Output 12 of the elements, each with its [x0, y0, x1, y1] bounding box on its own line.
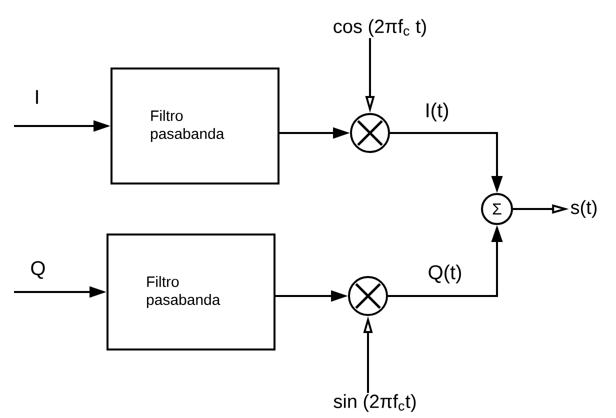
signal-label: sin (2πf$_{c}$t) — [334, 394, 416, 412]
edge-label: I(t) — [424, 102, 450, 122]
multiplier-symbol — [348, 276, 388, 316]
edge-label: Q — [29, 260, 47, 280]
filter-box: Filtro pasabanda — [110, 68, 280, 184]
signal-label: cos (2πf$_{c}$ t) — [334, 19, 426, 37]
filter-box: Filtro pasabanda — [106, 234, 276, 350]
multiplier-symbol — [350, 113, 390, 153]
edge-label: I — [33, 89, 41, 105]
edge-label: Q(t) — [426, 264, 464, 284]
summing-junction: Σ — [481, 193, 513, 225]
signal-label: s(t) — [570, 200, 597, 218]
